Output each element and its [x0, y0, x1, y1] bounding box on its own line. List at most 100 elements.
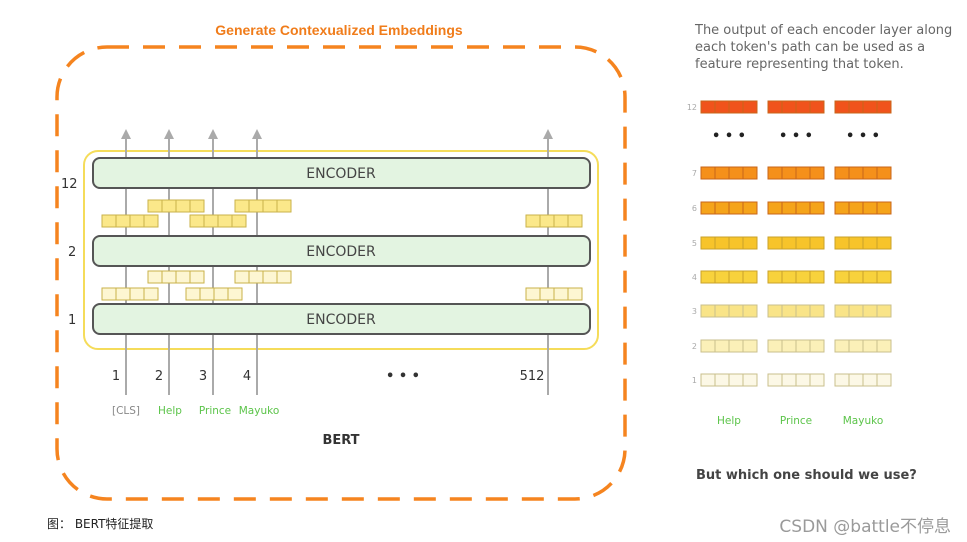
vector-cell	[742, 270, 758, 284]
which-layer-question: But which one should we use?	[696, 468, 917, 483]
vector-cell	[781, 270, 797, 284]
vector-cell	[781, 373, 797, 387]
vector-cell	[795, 100, 811, 114]
vector-cell	[231, 214, 247, 228]
vector-cell	[553, 287, 569, 301]
vector-cell	[795, 201, 811, 215]
encoder-1: ENCODER	[92, 303, 591, 335]
embedding-vectors	[101, 199, 583, 301]
vector-cell	[115, 214, 131, 228]
vector-cell	[714, 304, 730, 318]
vector-cell	[700, 339, 716, 353]
vector-cell	[876, 373, 892, 387]
contextual-embeddings-frame	[55, 45, 627, 501]
vector-cell	[742, 373, 758, 387]
vector-cell	[848, 236, 864, 250]
vector-cell	[276, 270, 292, 284]
vector-cell	[795, 339, 811, 353]
layers-ellipsis-prince: • • •	[779, 129, 813, 144]
vector-cell	[539, 214, 555, 228]
position-1: 1	[112, 369, 120, 384]
arrow-head-icon	[121, 129, 131, 139]
vector-cell	[834, 339, 850, 353]
vector-cell	[781, 201, 797, 215]
layer-number-2: 2	[68, 245, 76, 260]
vector-cell	[234, 199, 250, 213]
vector-cell	[147, 270, 163, 284]
vector-cell	[767, 270, 783, 284]
vector-cell	[781, 166, 797, 180]
encoder-stack-highlight	[83, 150, 599, 350]
vector-cell	[862, 166, 878, 180]
vector-cell	[834, 270, 850, 284]
vector-cell	[234, 270, 250, 284]
vector-cell	[189, 199, 205, 213]
vector-cell	[862, 201, 878, 215]
vector-cell	[147, 199, 163, 213]
vector-cell	[809, 236, 825, 250]
vector-cell	[700, 166, 716, 180]
vector-cell	[834, 236, 850, 250]
vector-cell	[862, 236, 878, 250]
vector-cell	[767, 236, 783, 250]
layer-number-1: 1	[68, 313, 76, 328]
right-token-mayuko: Mayuko	[843, 415, 884, 427]
vector-cell	[742, 201, 758, 215]
vector-cell	[714, 339, 730, 353]
vector-cell	[862, 304, 878, 318]
vector-cell	[248, 270, 264, 284]
vector-cell	[700, 201, 716, 215]
vector-cell	[876, 270, 892, 284]
right-token-prince: Prince	[780, 415, 812, 427]
vector-cell	[185, 287, 201, 301]
token-mayuko: Mayuko	[239, 405, 280, 417]
vector-cell	[809, 270, 825, 284]
figure-caption: 图： BERT特征提取	[47, 517, 154, 531]
encoder-2-label: ENCODER	[306, 244, 376, 260]
vector-cell	[809, 339, 825, 353]
vector-cell	[262, 199, 278, 213]
right-layer-number: 3	[692, 307, 697, 316]
right-layer-number: 6	[692, 204, 697, 213]
vector-cell	[714, 236, 730, 250]
vector-cell	[795, 304, 811, 318]
vector-cell	[728, 236, 744, 250]
vector-cell	[567, 214, 583, 228]
vector-cell	[700, 236, 716, 250]
arrow-head-icon	[252, 129, 262, 139]
vector-cell	[143, 287, 159, 301]
vector-cell	[728, 304, 744, 318]
encoder-1-label: ENCODER	[306, 312, 376, 328]
token-cls: [CLS]	[112, 405, 140, 417]
vector-cell	[848, 100, 864, 114]
vector-cell	[217, 214, 233, 228]
vector-cell	[834, 100, 850, 114]
vector-cell	[700, 304, 716, 318]
position-2: 2	[155, 369, 163, 384]
vector-cell	[848, 270, 864, 284]
vector-cell	[203, 214, 219, 228]
vector-cell	[848, 373, 864, 387]
vector-cell	[848, 166, 864, 180]
model-name: BERT	[322, 433, 359, 448]
vector-cell	[728, 339, 744, 353]
vector-cell	[728, 270, 744, 284]
vector-cell	[876, 100, 892, 114]
vector-cell	[227, 287, 243, 301]
vector-cell	[728, 100, 744, 114]
vector-cell	[767, 339, 783, 353]
vector-cell	[795, 166, 811, 180]
vector-cell	[175, 270, 191, 284]
vector-cell	[809, 100, 825, 114]
vector-cell	[862, 270, 878, 284]
right-layer-number: 7	[692, 169, 697, 178]
vector-cell	[189, 214, 205, 228]
vector-cell	[129, 214, 145, 228]
vector-cell	[876, 201, 892, 215]
vector-cell	[767, 201, 783, 215]
vector-cell	[862, 373, 878, 387]
layer-output-description: The output of each encoder layer along e…	[695, 23, 953, 72]
vector-cell	[876, 304, 892, 318]
